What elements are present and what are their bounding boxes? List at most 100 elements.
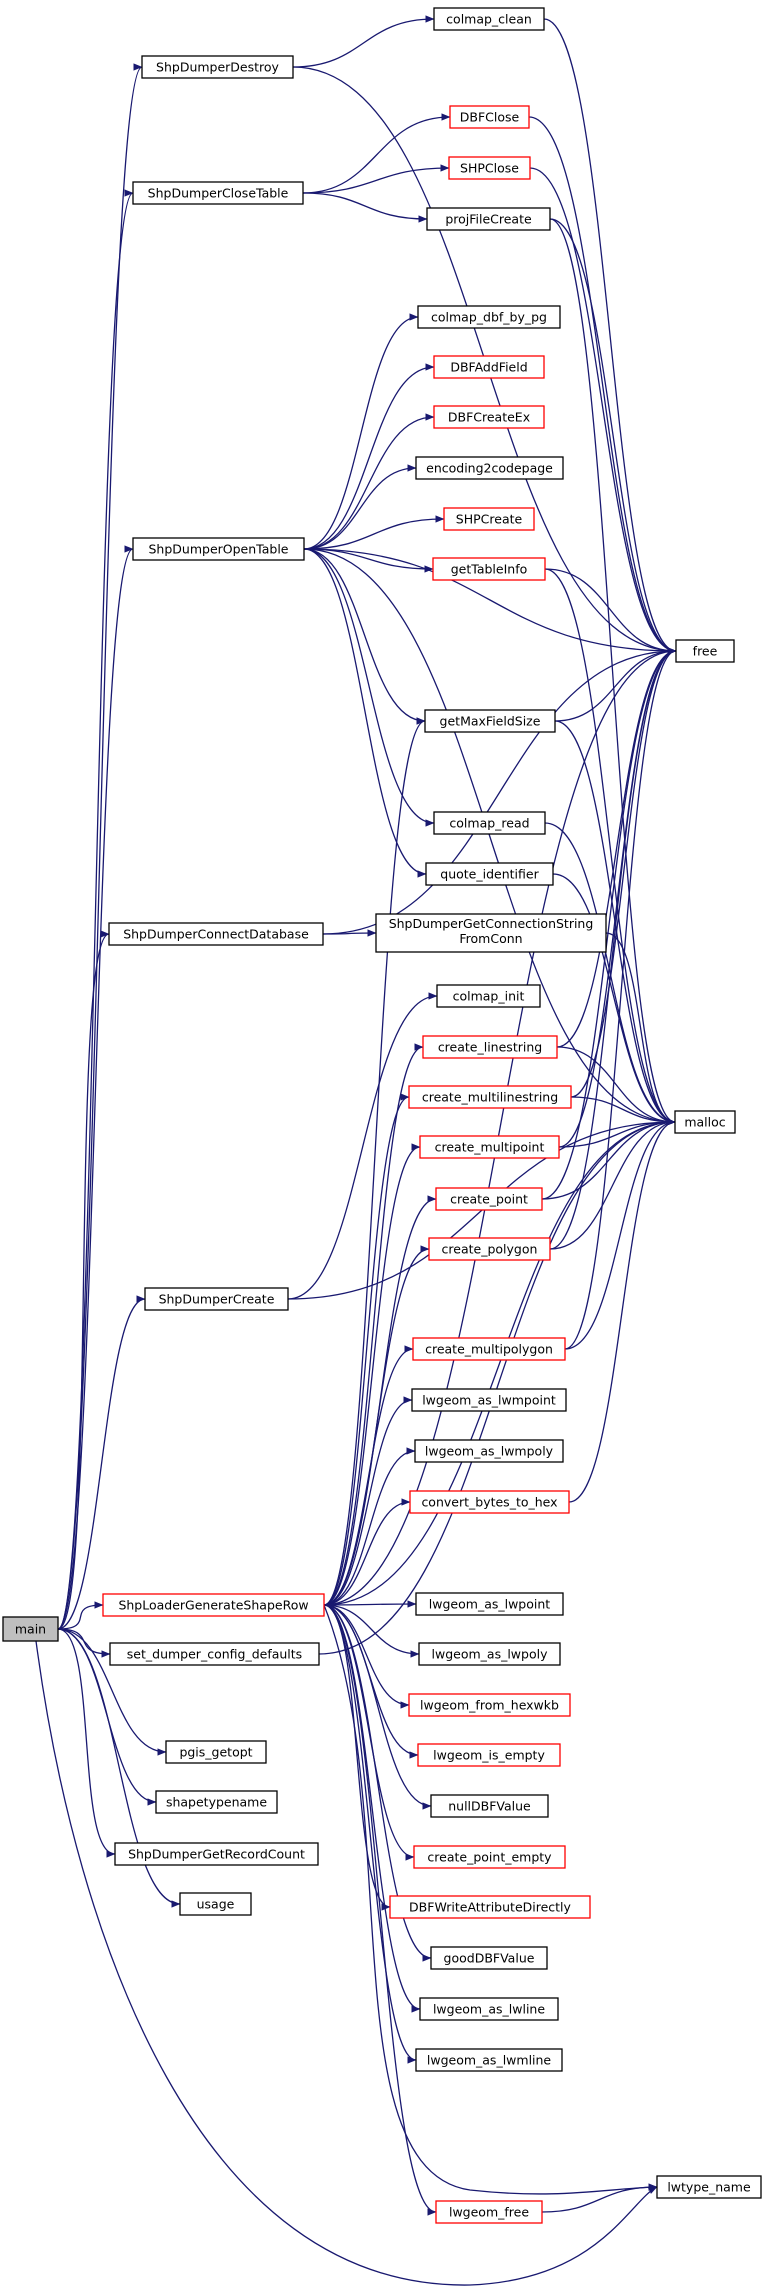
node-quote_identifier[interactable]: quote_identifier [425,862,554,886]
node-lwgeom_is_empty[interactable]: lwgeom_is_empty [417,1743,561,1767]
node-DBFWriteAttributeDirectly[interactable]: DBFWriteAttributeDirectly [389,1895,591,1919]
node-shapetypename[interactable]: shapetypename [155,1790,278,1814]
edge-getTableInfo-to-malloc [544,568,676,1126]
node-convert_bytes_to_hex[interactable]: convert_bytes_to_hex [409,1490,570,1514]
edge-main-to-ShpDumperCloseTable [57,189,134,1630]
node-projFileCreate[interactable]: projFileCreate [426,207,551,231]
node-label: ShpDumperDestroy [156,60,280,75]
node-box [426,207,551,231]
node-getMaxFieldSize[interactable]: getMaxFieldSize [424,709,556,733]
node-box [412,1337,566,1361]
node-nullDBFValue[interactable]: nullDBFValue [430,1794,549,1818]
node-getTableInfo[interactable]: getTableInfo [432,557,546,581]
node-label: create_multipoint [435,1140,545,1155]
node-create_multilinestring[interactable]: create_multilinestring [408,1085,572,1109]
node-main[interactable]: main [2,1616,59,1642]
node-ShpDumperGetRecordCount[interactable]: ShpDumperGetRecordCount [114,1842,319,1866]
node-ShpDumperCreate[interactable]: ShpDumperCreate [144,1287,289,1311]
node-lwgeom_as_lwpoint[interactable]: lwgeom_as_lwpoint [415,1592,564,1616]
node-box [132,181,304,205]
node-ShpDumperConnectDatabase[interactable]: ShpDumperConnectDatabase [108,922,324,946]
node-box [448,156,531,180]
node-create_multipolygon[interactable]: create_multipolygon [412,1337,566,1361]
node-label: lwgeom_as_lwmline [427,2053,552,2068]
edge-set_dumper_config_defaults-to-malloc [318,1118,676,1655]
node-ShpLoaderGenerateShapeRow[interactable]: ShpLoaderGenerateShapeRow [102,1593,325,1617]
edge-ShpLoaderGenerateShapeRow-to-create_multipolygon [323,1345,414,1606]
node-label: DBFCreateEx [448,410,530,425]
node-lwgeom_as_lwmpoly[interactable]: lwgeom_as_lwmpoly [414,1439,564,1463]
edge-create_polygon-to-free [549,647,677,1250]
node-lwgeom_as_lwmpoint[interactable]: lwgeom_as_lwmpoint [411,1388,567,1412]
edge-ShpLoaderGenerateShapeRow-to-DBFWriteAttributeDirectly [323,1604,391,1911]
edge-main-to-pgis_getopt [57,1628,167,1756]
edge-getTableInfo-to-free [544,568,677,655]
node-box [132,537,305,561]
node-box [449,105,530,129]
node-DBFClose[interactable]: DBFClose [449,105,530,129]
node-ShpDumperDestroy[interactable]: ShpDumperDestroy [141,55,294,79]
node-box [413,1845,566,1869]
edge-DBFClose-to-free [528,116,677,655]
node-create_multipoint[interactable]: create_multipoint [419,1135,560,1159]
node-create_point[interactable]: create_point [435,1187,543,1211]
node-ShpDumperCloseTable[interactable]: ShpDumperCloseTable [132,181,304,205]
node-box [424,709,556,733]
node-set_dumper_config_defaults[interactable]: set_dumper_config_defaults [109,1642,320,1666]
node-free[interactable]: free [675,639,735,663]
edge-ShpDumperOpenTable-to-malloc [303,548,676,1126]
edge-ShpDumperCloseTable-to-DBFClose [302,113,451,194]
node-lwgeom_as_lwline[interactable]: lwgeom_as_lwline [419,1997,559,2021]
edge-ShpLoaderGenerateShapeRow-to-lwgeom_as_lwmline [323,1604,417,2064]
node-label: projFileCreate [445,212,532,227]
node-label: ShpDumperGetConnectionString [389,916,594,931]
node-DBFAddField[interactable]: DBFAddField [433,355,545,379]
node-box [417,305,561,329]
node-colmap_read[interactable]: colmap_read [433,811,546,835]
node-pgis_getopt[interactable]: pgis_getopt [165,1740,267,1764]
node-label: DBFClose [460,110,520,125]
node-colmap_init[interactable]: colmap_init [436,984,541,1008]
edge-ShpDumperCreate-to-colmap_init [287,992,438,1300]
edge-ShpDumperOpenTable-to-getMaxFieldSize [303,548,426,725]
edge-main-to-ShpLoaderGenerateShapeRow [57,1601,104,1630]
edge-main-to-usage [57,1628,181,1908]
node-usage[interactable]: usage [179,1892,252,1916]
node-lwgeom_from_hexwkb[interactable]: lwgeom_from_hexwkb [408,1693,571,1717]
node-label: lwgeom_is_empty [433,1748,545,1763]
node-box [430,1794,549,1818]
node-SHPCreate[interactable]: SHPCreate [443,507,535,531]
edge-main-to-ShpDumperOpenTable [57,545,134,1630]
node-create_polygon[interactable]: create_polygon [428,1237,551,1261]
node-label: set_dumper_config_defaults [127,1647,302,1662]
node-create_linestring[interactable]: create_linestring [422,1035,558,1059]
node-lwtype_name[interactable]: lwtype_name [656,2175,762,2199]
edge-ShpDumperOpenTable-to-free [303,548,677,655]
node-box [408,1693,571,1717]
node-lwgeom_as_lwpoly[interactable]: lwgeom_as_lwpoly [418,1642,561,1666]
node-SHPClose[interactable]: SHPClose [448,156,531,180]
node-malloc[interactable]: malloc [674,1110,736,1134]
edge-ShpLoaderGenerateShapeRow-to-lwgeom_as_lwmpoly [323,1447,416,1606]
node-box [419,1997,559,2021]
node-label: create_point_empty [427,1850,552,1865]
node-label: create_polygon [442,1242,538,1257]
node-box [433,355,545,379]
node-colmap_clean[interactable]: colmap_clean [433,7,545,31]
node-encoding2codepage[interactable]: encoding2codepage [415,456,564,480]
edge-ShpDumperOpenTable-to-colmap_read [303,548,435,827]
node-layer: mainShpDumperDestroyShpDumperCloseTableS… [2,7,762,2224]
edge-ShpDumperOpenTable-to-SHPCreate [303,515,445,550]
node-box [433,7,545,31]
node-goodDBFValue[interactable]: goodDBFValue [430,1946,548,1970]
node-label: ShpDumperGetRecordCount [128,1847,305,1862]
node-create_point_empty[interactable]: create_point_empty [413,1845,566,1869]
node-label: ShpDumperConnectDatabase [123,927,309,942]
node-colmap_dbf_by_pg[interactable]: colmap_dbf_by_pg [417,305,561,329]
node-lwgeom_as_lwmline[interactable]: lwgeom_as_lwmline [415,2048,563,2072]
node-lwgeom_free[interactable]: lwgeom_free [435,2200,543,2224]
node-DBFCreateEx[interactable]: DBFCreateEx [433,405,545,429]
node-ShpDumperOpenTable[interactable]: ShpDumperOpenTable [132,537,305,561]
